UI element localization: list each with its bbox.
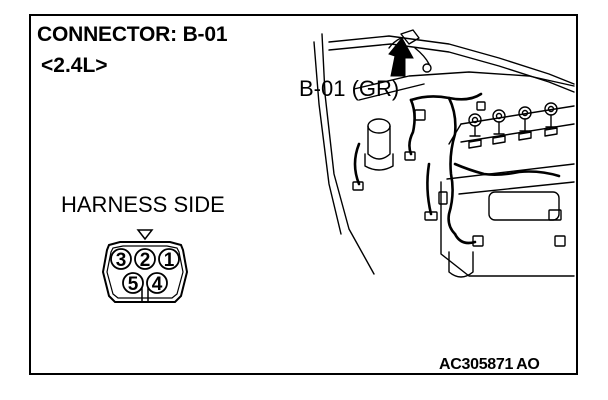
intake-port [488,191,560,221]
reservoir-base [364,153,394,171]
connector-title: CONNECTOR: B-01 [37,23,228,46]
figure-code-suffix: AO [516,356,540,373]
harness-side-label: HARNESS SIDE [61,192,225,217]
cowl-top [328,35,575,85]
harness-connector [424,211,438,221]
figure-code-number: AC305871 [439,356,514,373]
callout-arrow-icon [388,37,414,77]
panel-line [358,83,425,101]
engine-compartment-illustration [313,29,575,278]
connector-pin-number: 3 [116,250,127,271]
engine-block-top [446,163,575,180]
harness-connector [548,209,562,221]
connector-housing-inner [106,245,184,299]
ignition-coil-icon [518,106,532,132]
connector-pin [146,272,168,294]
harness-connector [476,101,486,111]
ignition-coil-icon [544,102,558,128]
harness-connector [438,191,448,205]
engine-variant: <2.4L> [41,54,108,77]
b01-connector-lead [388,37,402,49]
engine-block-inner [458,181,575,195]
cowl-top-2 [328,43,575,93]
connector-pin-number: 4 [152,274,163,295]
connector-pin-number: 2 [140,250,151,271]
connector-pin-number: 5 [128,274,139,295]
fender-line [313,41,342,235]
upper-panel [353,71,575,90]
harness-connector [404,151,416,161]
wiring-harness [353,142,361,186]
hood-edge [321,33,375,275]
connector-pin-number: 1 [164,250,175,271]
b01-connector-body [400,29,420,45]
engine-block [440,181,575,277]
harness-connector [352,181,364,191]
harness-connector [472,235,484,247]
wiring-harness [408,98,416,156]
connector-pin [122,272,144,294]
wiring-harness [426,162,433,216]
key-marker-icon [136,229,154,241]
connector-pin [134,248,156,270]
wiring-harness [447,96,457,236]
connector-callout-label: B-01 (GR) [299,76,400,101]
cylinder-head [460,105,575,125]
coil-connector [518,131,532,141]
ignition-coil-icon [492,109,506,135]
oil-pan [448,251,474,278]
coil-connector [468,139,482,149]
b01-connector-fastener [422,63,432,73]
coil-connector [544,127,558,137]
harness-connector [554,235,566,247]
connector-pin [110,248,132,270]
wiring-harness [453,162,561,178]
connector-pin [158,248,180,270]
b01-connector-clip [414,47,430,65]
coil-connector [492,135,506,145]
ignition-coil-icon [468,113,482,137]
connector-housing [101,241,189,303]
reservoir-body [367,125,391,160]
harness-connector [414,109,426,121]
